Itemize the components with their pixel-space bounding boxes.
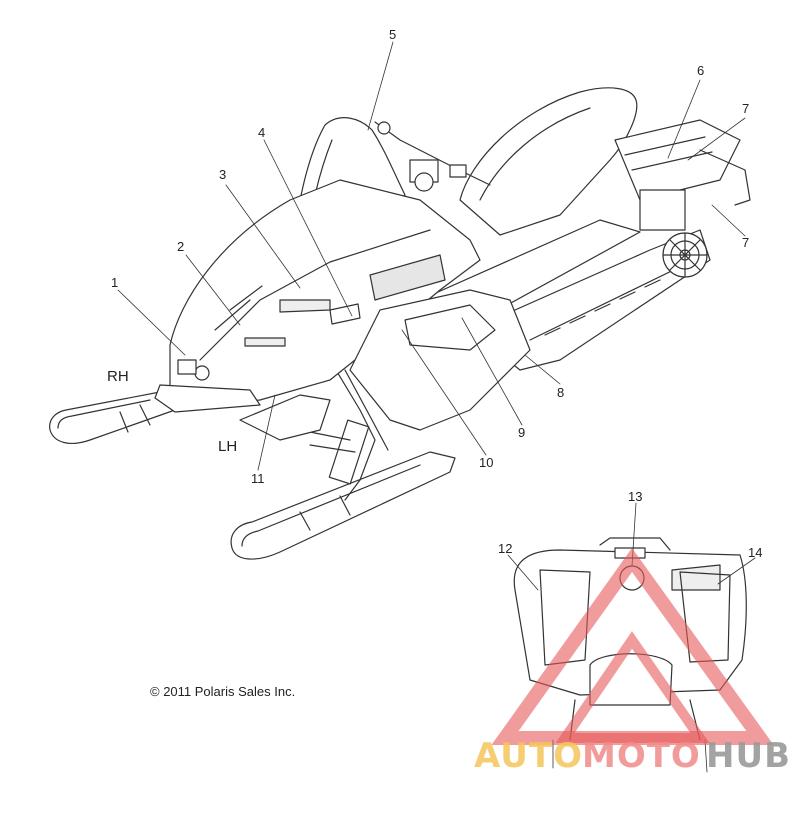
callout-8: 8	[557, 385, 565, 400]
right-ski	[49, 391, 181, 444]
callout-5: 5	[389, 27, 397, 42]
watermark-text-auto: AUTO	[474, 736, 583, 776]
seat	[459, 87, 638, 236]
hood	[169, 179, 481, 406]
side-panel	[349, 289, 531, 431]
left-ski	[230, 451, 456, 560]
callout-6: 6	[697, 63, 705, 78]
watermark-text-hub: HUB	[706, 736, 791, 776]
rh-label: RH	[107, 368, 129, 385]
rear-rack	[614, 119, 751, 231]
leader-lines	[117, 41, 746, 471]
callout-1: 1	[111, 275, 119, 290]
callout-7b: 7	[742, 235, 750, 250]
track-tunnel	[469, 229, 711, 371]
copyright-text: © 2011 Polaris Sales Inc.	[150, 684, 296, 699]
callout-12: 12	[498, 541, 513, 556]
callout-14: 14	[748, 545, 763, 560]
callout-4: 4	[258, 125, 266, 140]
left-lower-body	[239, 394, 331, 441]
front-bumper	[154, 359, 261, 413]
callout-11: 11	[251, 471, 265, 486]
callout-3: 3	[219, 167, 227, 182]
callout-13: 13	[628, 489, 643, 504]
watermark-logo	[491, 547, 774, 745]
callout-7a: 7	[742, 101, 750, 116]
front-suspension	[299, 359, 389, 501]
callout-9: 9	[518, 425, 526, 440]
watermark-text-moto: MOTO	[582, 736, 701, 776]
lh-label: LH	[218, 438, 238, 455]
callout-2: 2	[177, 239, 185, 254]
handlebar	[374, 121, 491, 192]
callout-10: 10	[479, 455, 494, 470]
